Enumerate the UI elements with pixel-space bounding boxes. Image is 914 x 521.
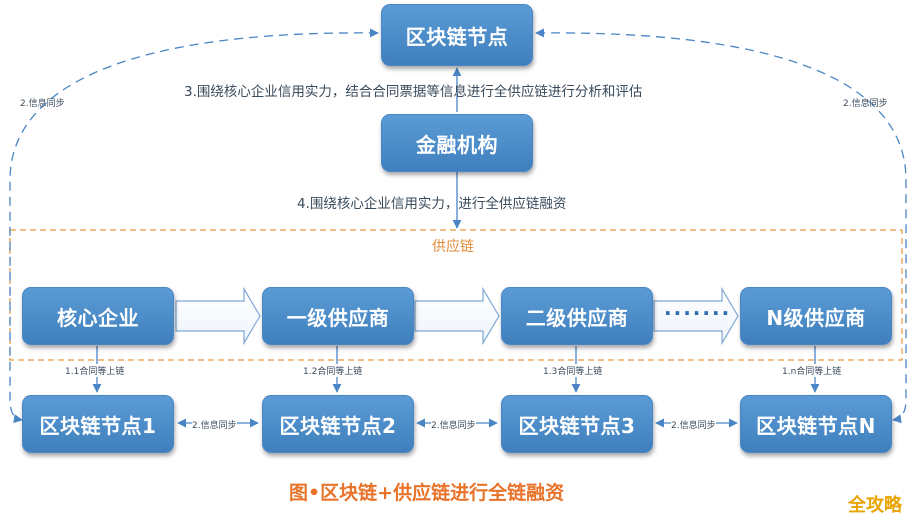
sync-right-label: 2.信息同步 <box>843 99 888 109</box>
upload-1-label: 1.1合同等上链 <box>65 364 125 377</box>
wide-arrow-core-tier1 <box>175 286 261 346</box>
blockchain-node-2[interactable]: 区块链节点2 <box>262 395 414 453</box>
ellipsis-dots: ······· <box>664 301 732 325</box>
step3-label: 3.围绕核心企业信用实力，结合合同票据等信息进行全供应链进行分析和评估 <box>184 84 643 100</box>
wide-arrow-tier2-tierN <box>653 286 739 346</box>
blockchain-node-top[interactable]: 区块链节点 <box>381 4 533 66</box>
upload-n-label: 1.n合同等上链 <box>782 364 842 377</box>
blockchain-node-3[interactable]: 区块链节点3 <box>501 395 653 453</box>
upload-3-label: 1.3合同等上链 <box>543 364 603 377</box>
supply-chain-label: 供应链 <box>432 239 474 255</box>
sync-23-label: 2.信息同步 <box>431 418 476 431</box>
supply-chain-box <box>9 229 903 361</box>
figure-caption: 图•区块链+供应链进行全链融资 <box>289 482 565 504</box>
wide-arrow-tier1-tier2 <box>414 286 500 346</box>
tier1-supplier-node[interactable]: 一级供应商 <box>262 287 414 345</box>
sync-loop-right <box>535 28 907 424</box>
financial-institution-node[interactable]: 金融机构 <box>381 114 533 172</box>
upload-2-label: 1.2合同等上链 <box>303 364 363 377</box>
sync-12-label: 2.信息同步 <box>192 418 237 431</box>
blockchain-node-1[interactable]: 区块链节点1 <box>22 395 174 453</box>
step4-label: 4.围绕核心企业信用实力，进行全供应链融资 <box>297 196 567 212</box>
sync-left-label: 2.信息同步 <box>20 99 65 109</box>
sync-loop-left <box>9 28 379 424</box>
sync-3n-label: 2.信息同步 <box>671 418 716 431</box>
watermark-logo: 全攻略 <box>848 495 902 516</box>
core-enterprise-node[interactable]: 核心企业 <box>22 287 174 345</box>
tierN-supplier-node[interactable]: N级供应商 <box>740 287 892 345</box>
tier2-supplier-node[interactable]: 二级供应商 <box>501 287 653 345</box>
blockchain-node-n[interactable]: 区块链节点N <box>740 395 892 453</box>
